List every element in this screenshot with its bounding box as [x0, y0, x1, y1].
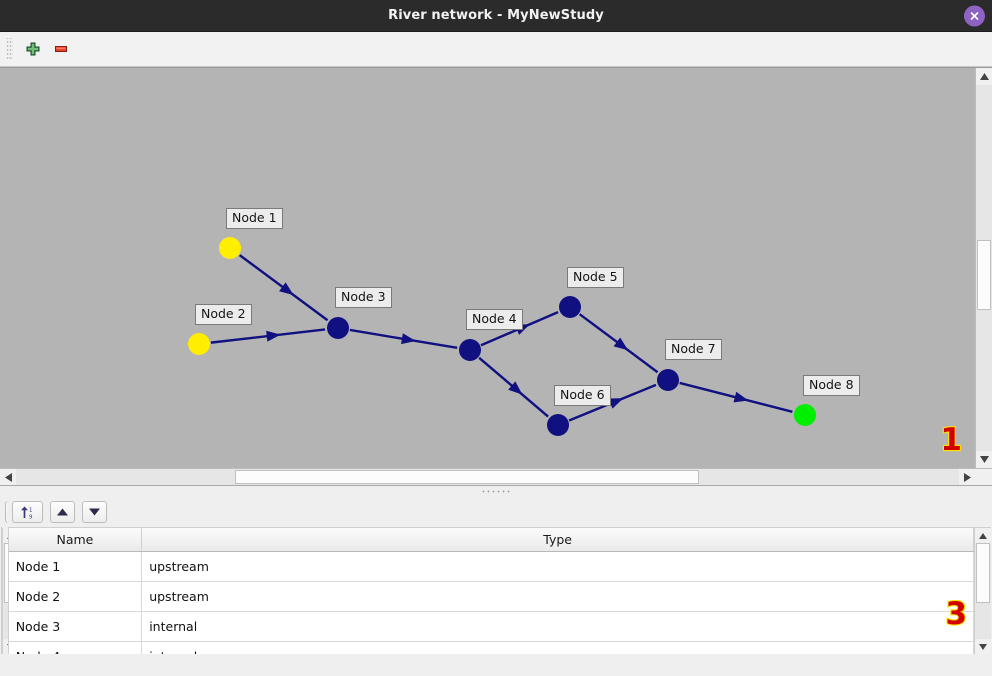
edge-arrowhead-icon: [608, 398, 624, 409]
nodes-vscroll-thumb[interactable]: [976, 543, 991, 603]
nodes-cell[interactable]: internal: [141, 611, 975, 642]
edge-arrowhead-icon: [508, 381, 523, 395]
diagram-node[interactable]: [547, 414, 569, 436]
triangle-up-icon: [978, 532, 987, 539]
add-node-button[interactable]: [19, 35, 47, 63]
title-bar: River network - MyNewStudy: [0, 0, 992, 32]
nodes-move-up-button[interactable]: [49, 501, 75, 523]
triangle-down-icon: [979, 456, 989, 463]
network-diagram-canvas[interactable]: [0, 68, 992, 468]
annotation-1: 1: [939, 421, 963, 459]
nodes-column-header[interactable]: Type: [141, 528, 975, 552]
diagram-node-label[interactable]: Node 8: [803, 375, 860, 396]
triangle-up-icon: [56, 508, 68, 516]
triangle-down-icon: [88, 508, 100, 516]
nodes-cell[interactable]: upstream: [141, 551, 975, 582]
diagram-node-label[interactable]: Node 6: [554, 385, 611, 406]
sort-ascending-icon: 1 9: [20, 506, 33, 520]
diagram-node-label[interactable]: Node 5: [567, 267, 624, 288]
nodes-table-toolbar: 1 9: [6, 497, 992, 527]
vscroll-up-arrow[interactable]: [976, 68, 992, 85]
vscroll-down-arrow[interactable]: [976, 451, 992, 468]
diagram-node-label[interactable]: Node 2: [195, 304, 252, 325]
nodes-vertical-scrollbar[interactable]: [974, 528, 992, 654]
diagram-horizontal-scrollbar[interactable]: [0, 468, 992, 485]
remove-node-button[interactable]: [47, 35, 75, 63]
nodes-cell[interactable]: Node 1: [8, 551, 143, 582]
hscroll-left-arrow[interactable]: [0, 469, 16, 485]
diagram-node[interactable]: [327, 317, 349, 339]
nodes-move-down-button[interactable]: [81, 501, 107, 523]
svg-text:1: 1: [29, 507, 33, 513]
diagram-nodes: [188, 237, 816, 436]
table-row[interactable]: Node 4internal: [8, 641, 975, 654]
diagram-node[interactable]: [188, 333, 210, 355]
close-button[interactable]: [964, 5, 985, 26]
diagram-node-label[interactable]: Node 3: [335, 287, 392, 308]
diagram-node-label[interactable]: Node 4: [466, 309, 523, 330]
plus-icon: [26, 42, 40, 56]
diagram-node-label[interactable]: Node 1: [226, 208, 283, 229]
diagram-vertical-scrollbar[interactable]: [975, 68, 992, 468]
main-toolbar: [0, 32, 992, 67]
horizontal-splitter[interactable]: [0, 485, 992, 497]
window-title: River network - MyNewStudy: [388, 8, 604, 23]
diagram-node[interactable]: [794, 404, 816, 426]
splitter-grip: [481, 490, 511, 493]
triangle-down-icon: [978, 643, 987, 650]
diagram-node-label[interactable]: Node 7: [665, 339, 722, 360]
edge-arrowhead-icon: [613, 337, 629, 351]
nodes-cell[interactable]: upstream: [141, 581, 975, 612]
edge-arrowhead-icon: [266, 330, 281, 342]
edge-arrowhead-icon: [401, 333, 416, 345]
diagram-node[interactable]: [459, 339, 481, 361]
nodes-vscroll-up-arrow[interactable]: [975, 528, 991, 543]
diagram-edges: [210, 254, 793, 422]
triangle-right-icon: [963, 472, 971, 482]
diagram-node[interactable]: [559, 296, 581, 318]
nodes-column-header[interactable]: Name: [8, 528, 143, 552]
triangle-up-icon: [979, 73, 989, 80]
reaches-table-toolbar: 1 9: [0, 497, 62, 527]
nodes-cell[interactable]: internal: [141, 641, 975, 654]
triangle-left-icon: [4, 472, 12, 482]
close-icon: [970, 11, 979, 20]
diagram-node[interactable]: [657, 369, 679, 391]
edge-arrowhead-icon: [279, 282, 294, 296]
network-diagram-pane[interactable]: Node 1 Node 2 Node 3 Node 4 Node 5 Node 6 Node…: [0, 67, 992, 468]
svg-text:9: 9: [29, 514, 33, 520]
minus-icon: [55, 46, 67, 52]
status-bar: [0, 654, 992, 676]
hscroll-thumb[interactable]: [235, 470, 699, 484]
toolbar-drag-handle[interactable]: [6, 38, 13, 60]
hscroll-right-arrow[interactable]: [959, 469, 975, 485]
nodes-vscroll-down-arrow[interactable]: [975, 639, 991, 654]
nodes-cell[interactable]: Node 2: [8, 581, 143, 612]
edge-arrowhead-icon: [733, 391, 749, 403]
nodes-sort-button[interactable]: 1 9: [11, 501, 43, 523]
nodes-cell[interactable]: Node 4: [8, 641, 143, 654]
diagram-node[interactable]: [219, 237, 241, 259]
vscroll-thumb[interactable]: [977, 240, 991, 310]
nodes-cell[interactable]: Node 3: [8, 611, 143, 642]
